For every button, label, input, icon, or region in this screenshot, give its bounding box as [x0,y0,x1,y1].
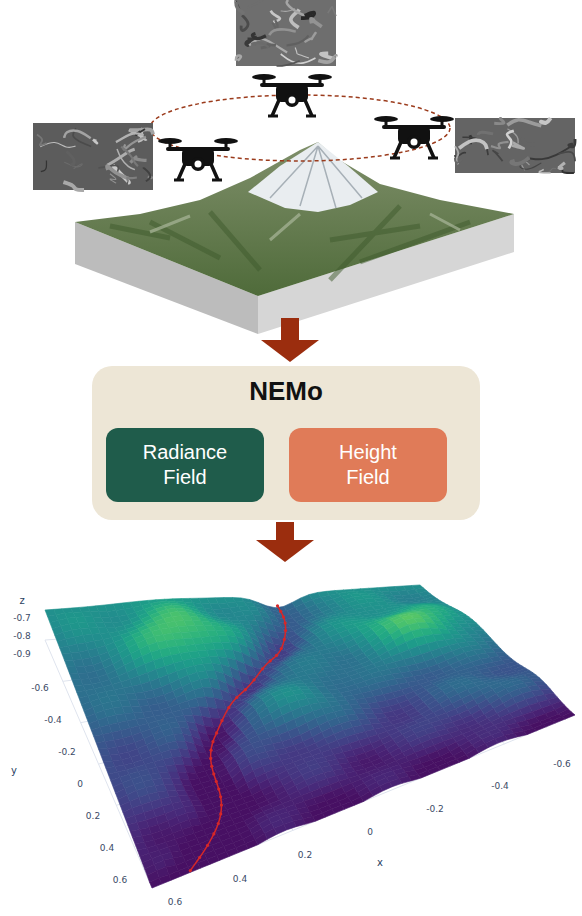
photo-texture [286,35,308,45]
photo-texture [269,29,296,35]
photo-texture [252,43,269,48]
grid-line [152,715,575,888]
photo-texture [521,139,536,144]
photo [455,118,575,173]
photo-texture [249,39,287,53]
photo-texture [493,151,503,162]
arrow-head [261,340,319,362]
surface-cell [478,634,491,638]
photo-texture [541,118,551,123]
grid-line [116,682,523,806]
photo-texture [539,170,550,173]
photo-texture [562,170,573,173]
surface-cell [492,648,505,652]
photo-texture [491,142,509,148]
photo-texture [63,182,84,190]
plot-floor-grid [45,615,575,888]
photo-texture [273,20,278,29]
slope-texture [150,214,460,240]
drone-icon [158,138,238,180]
photo-texture [309,19,321,27]
photo-texture [511,158,529,164]
snow-cap [248,142,378,212]
surface-cell [530,678,543,682]
flow-arrow [261,318,319,362]
grid-line [81,648,472,722]
forest-texture [110,206,470,280]
photo-texture [93,139,97,143]
grid-line [233,628,364,802]
photo-texture [494,118,504,123]
grid-line [295,623,434,772]
photo-texture [124,137,146,150]
photo-texture [277,61,300,66]
photo-texture [143,168,150,181]
grid-line [99,665,498,764]
grid-line [63,632,446,682]
drone-icon [252,74,332,116]
arrow-shaft [276,522,294,542]
photo-texture [41,160,47,171]
photo-texture [569,139,575,147]
photo-texture [281,9,295,12]
photo-texture [558,163,565,169]
photo-texture [559,152,575,161]
photo-texture [295,47,309,57]
photo-texture [127,177,137,181]
photo-texture [110,174,116,183]
height-map-plot [45,585,575,888]
photo [236,0,336,66]
photo-texture [241,15,248,30]
photo [33,123,153,190]
grid-line [420,615,575,715]
photo-texture [67,152,74,165]
grid-line [170,632,293,831]
photo-texture [328,7,336,16]
flow-arrow [256,522,314,562]
grid-line [358,619,505,744]
photo-texture [236,56,241,61]
photo-texture [236,0,244,13]
drone-icon [374,116,454,158]
photo-texture [121,147,138,166]
photo-texture [64,131,91,139]
photo-texture [455,158,462,163]
photo-texture [540,168,556,172]
surface [45,585,575,888]
photo-texture [116,133,144,142]
photo-texture [107,166,129,178]
photo-texture [37,135,47,146]
drone-photos [33,0,575,190]
arrow-shaft [281,318,299,342]
photo-texture [318,56,336,62]
photo-texture [507,120,541,126]
grid-line [108,636,223,859]
photo-texture [512,142,524,148]
photo-texture [253,34,266,39]
photo-texture [459,140,487,149]
arrow-head [256,540,314,562]
surface-cell [534,681,547,685]
photo-texture [478,132,493,135]
photo-texture [247,0,262,8]
grid-line [134,698,549,846]
snow-ridges [270,146,362,208]
